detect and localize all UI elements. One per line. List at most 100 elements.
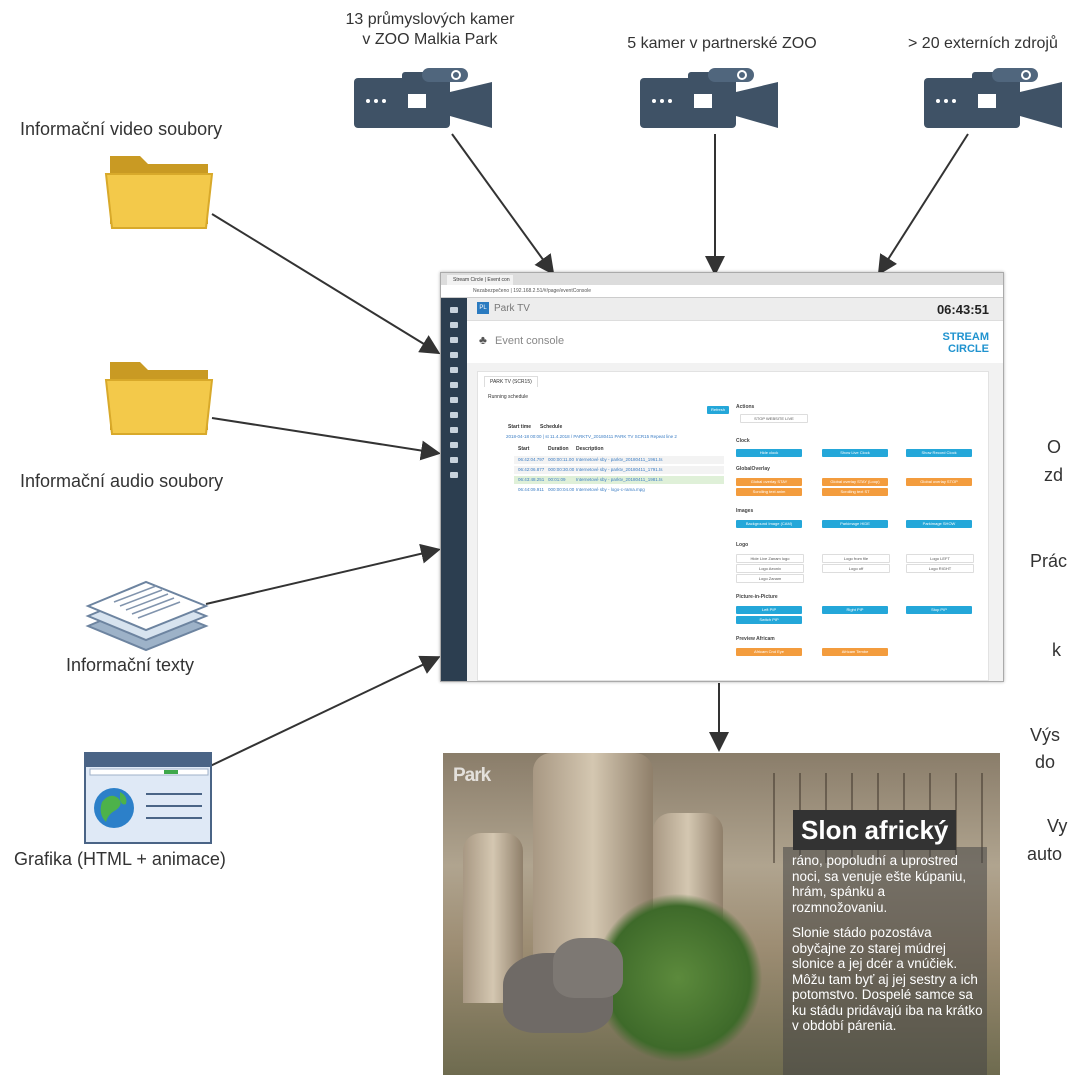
schedule-item-duration: 00:01:09: [548, 477, 566, 482]
folder-icon: [104, 156, 214, 229]
label-camera-zoo: 13 průmyslových kamer v ZOO Malkia Park: [325, 10, 535, 50]
label-video-files: Informační video soubory: [20, 119, 223, 139]
folder-icon: [104, 362, 214, 435]
schedule-item-start: 06:44:09.911: [518, 487, 544, 492]
preview-button-2[interactable]: Africam Tembe: [822, 648, 888, 656]
caption-title: Slon africký: [793, 810, 957, 850]
camera-icon: [924, 68, 1062, 128]
caption-paragraph-2: Slonie stádo pozostáva obyčajne zo stare…: [792, 925, 983, 1033]
refresh-button[interactable]: Refresh: [707, 406, 729, 414]
address-bar[interactable]: Nezabezpečeno | 192.168.2.51/#/page/even…: [441, 285, 1003, 298]
clock: 06:43:51: [936, 302, 989, 317]
overlay-button-4[interactable]: Scrolling text anim: [736, 488, 802, 496]
overlay-button-1[interactable]: Global overlay STAY: [736, 478, 802, 486]
preview-button-1[interactable]: Africam Cnd Eye: [736, 648, 802, 656]
schedule-item-start: 06:42:04.797: [518, 457, 545, 462]
section-clock: Clock: [736, 438, 750, 444]
overlay-button-2[interactable]: Global overlay STAY (Loop): [822, 478, 888, 486]
overlay-button-3[interactable]: Global overlay STOP: [906, 478, 972, 486]
pip-button-3[interactable]: Stop PIP: [906, 606, 972, 614]
hide-clock-button[interactable]: Hide clock: [736, 449, 802, 457]
sidebar-wrench-icon[interactable]: [450, 442, 458, 448]
sidebar-film-icon[interactable]: [450, 397, 458, 403]
section-images: Images: [736, 508, 754, 514]
label-right-cropped-5: Výs: [1030, 725, 1061, 745]
schedule-item-duration: 000:00:04.00: [548, 487, 575, 492]
label-right-cropped-8: auto: [1027, 844, 1063, 864]
section-pip: Picture-in-Picture: [736, 594, 778, 600]
label-right-cropped-3: Prác: [1030, 551, 1068, 571]
label-right-cropped-6: do: [1035, 752, 1056, 772]
camera-icon: [354, 68, 492, 128]
sidebar-events-icon[interactable]: [450, 322, 458, 328]
tab-park-tv[interactable]: PARK TV (SCR15): [484, 376, 538, 387]
sidebar-file-icon[interactable]: [450, 412, 458, 418]
console-sidebar: [441, 298, 467, 681]
stop-website-button[interactable]: STOP WEBSITE LIVE: [740, 414, 808, 423]
label-right-cropped-2: zd: [1044, 465, 1064, 485]
image-button-3[interactable]: Parkimage SHOW: [906, 520, 972, 528]
event-console-header: ♣ Event console STREAM CIRCLE: [467, 321, 1003, 363]
pip-button-1[interactable]: Left PIP: [736, 606, 802, 614]
brand-line2: CIRCLE: [948, 343, 989, 355]
sidebar-bank-icon[interactable]: [450, 457, 458, 463]
show-live-clock-button[interactable]: Show Live Clock: [822, 449, 888, 457]
page-title: Event console: [495, 335, 565, 347]
arrow-audio-files: [211, 417, 441, 461]
sidebar-list-icon[interactable]: [450, 337, 458, 343]
park-logo: Park: [453, 765, 491, 786]
output-video-frame: Park Slon africký ráno, popoludní a upro…: [443, 753, 1000, 1075]
label-audio-files: Informační audio soubory: [20, 471, 224, 491]
sidebar-db-icon[interactable]: [450, 352, 458, 358]
label-right-cropped-1: O: [1047, 437, 1062, 457]
logo-button-7[interactable]: Logo Zanam: [736, 574, 804, 583]
pip-button-2[interactable]: Right PIP: [822, 606, 888, 614]
schedule-item-desc: Internetové sby - parktv_20180411_1791.t…: [576, 467, 663, 472]
caption-paragraph-1: ráno, popoludní a uprostred noci, sa ven…: [792, 853, 967, 915]
pip-button-4[interactable]: Switch PIP: [736, 616, 802, 624]
schedule-row[interactable]: 2018-04-18 00:00 | st 11.4.2018 / PARKTV…: [506, 434, 677, 439]
logo-button-3[interactable]: Logo LEFT: [906, 554, 974, 563]
label-camera-zoo-line2: v ZOO Malkia Park: [362, 31, 498, 48]
caption-box: [783, 847, 987, 1075]
label-right-cropped-4: k: [1052, 640, 1061, 660]
logo-button-4[interactable]: Logo Aeonix: [736, 564, 804, 573]
show-record-clock-button[interactable]: Show Record Clock: [906, 449, 972, 457]
sidebar-diamond-icon[interactable]: [450, 472, 458, 478]
col-start: Start: [518, 446, 530, 452]
channel-name[interactable]: Park TV: [494, 303, 530, 314]
camera-icon: [640, 68, 778, 128]
logo-button-2[interactable]: Logo from file: [822, 554, 890, 563]
section-actions: Actions: [736, 404, 755, 410]
label-texts: Informační texty: [66, 655, 195, 675]
overlay-button-5[interactable]: Scrolling text ST: [822, 488, 888, 496]
schedule-item-duration: 000:00:11.00: [548, 457, 574, 462]
sidebar-calendar-icon[interactable]: [450, 382, 458, 388]
browser-tab[interactable]: Stream Circle | Event con: [447, 275, 513, 285]
image-button-2[interactable]: Parkimage HIDE: [822, 520, 888, 528]
brand-line1: STREAM: [942, 331, 989, 343]
image-button-1[interactable]: Background Image (CAM): [736, 520, 802, 528]
sidebar-mail-icon[interactable]: [450, 367, 458, 373]
logo-button-5[interactable]: Logo off: [822, 564, 890, 573]
col-description: Description: [576, 446, 604, 452]
schedule-item-desc: Internetové sby - parktv_20180411_1961.t…: [576, 457, 663, 462]
arrow-camera-zoo: [451, 133, 555, 276]
col-start-time: Start time: [508, 424, 532, 430]
sidebar-edit-icon[interactable]: [450, 427, 458, 433]
logo-button-1[interactable]: Hide Live Zanam logo: [736, 554, 804, 563]
section-logo: Logo: [736, 542, 749, 548]
running-schedule-heading: Running schedule: [488, 394, 529, 400]
browser-tab-bar: Stream Circle | Event con: [441, 273, 1003, 285]
event-console-icon: ♣: [479, 333, 487, 347]
stream-circle-logo: STREAM CIRCLE: [943, 331, 989, 355]
schedule-item-start: 06:42:06.877: [518, 467, 545, 472]
sidebar-home-icon[interactable]: [450, 307, 458, 313]
logo-button-6[interactable]: Logo RIGHT: [906, 564, 974, 573]
event-console-screenshot: Stream Circle | Event con Nezabezpečeno …: [440, 272, 1004, 682]
elephant: [553, 938, 623, 998]
